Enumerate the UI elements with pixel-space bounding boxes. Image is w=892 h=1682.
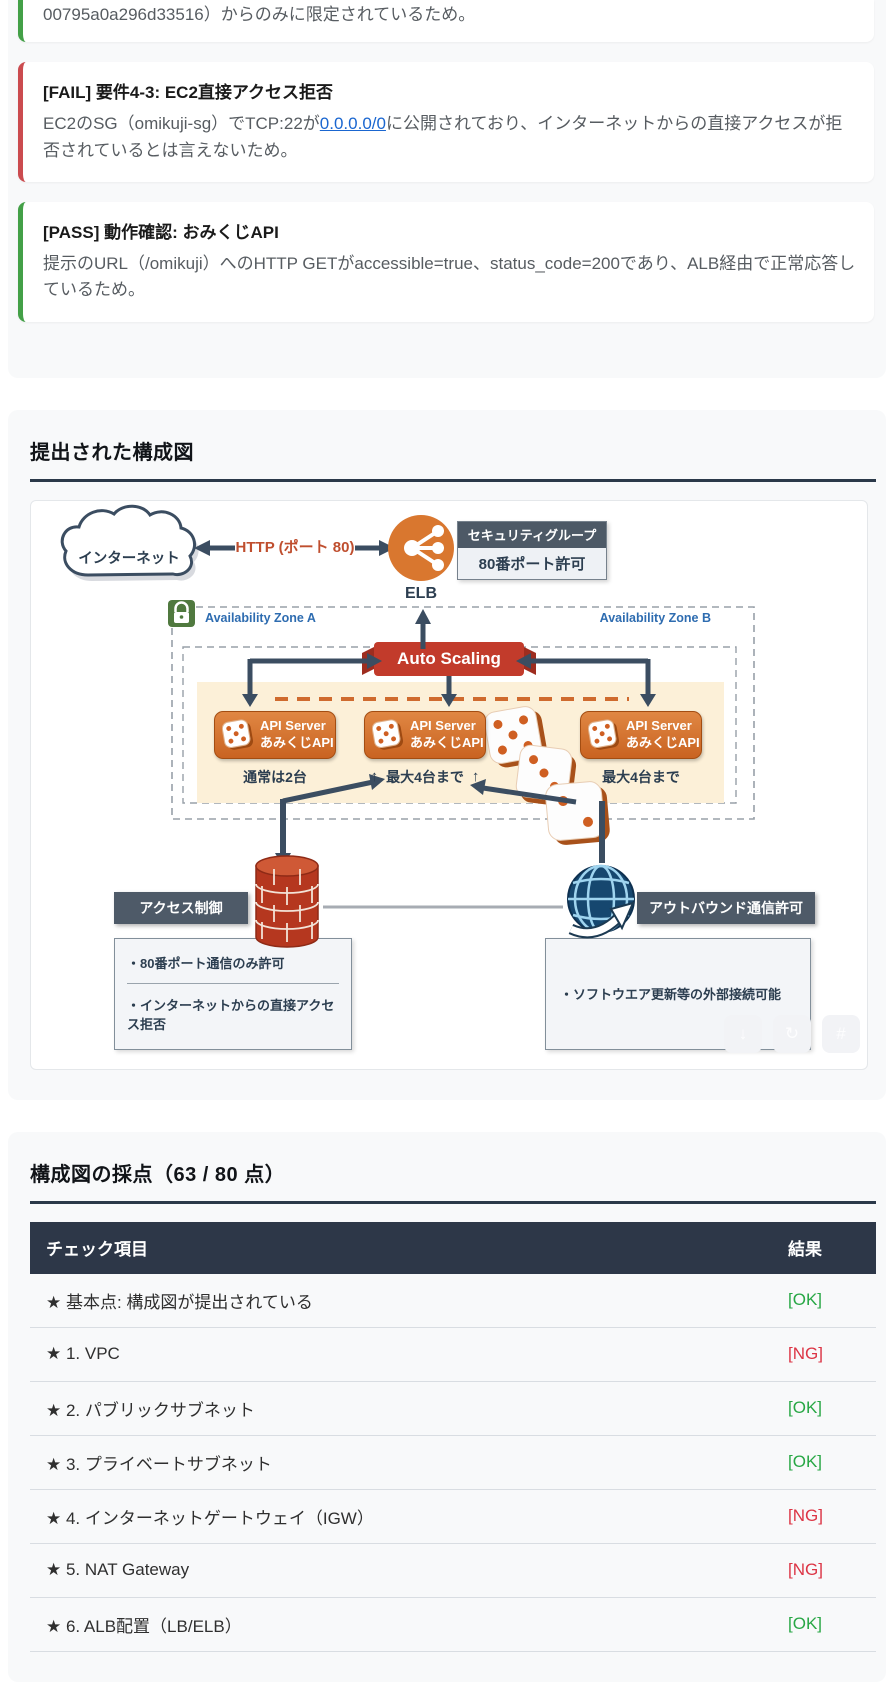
diagram-section-panel: 提出された構成図 [8, 409, 886, 1100]
check-item-cell: ★ 基本点: 構成図が提出されている [46, 1292, 313, 1312]
autoscaling-label: Auto Scaling [397, 648, 501, 668]
pass-card-title: [PASS] 動作確認: おみくじAPI [43, 223, 279, 243]
title-rule [30, 1200, 876, 1204]
result-cell: [OK] [788, 1452, 823, 1472]
check-item-cell: ★ 1. VPC [46, 1344, 120, 1364]
outbound-tag: アウトバウンド通信許可 [637, 891, 815, 924]
firewall-icon [247, 853, 327, 960]
autoscaling-ribbon [374, 641, 524, 676]
table-header-row: チェック項目 結果 [30, 1221, 876, 1274]
check-item-cell: ★ 5. NAT Gateway [46, 1560, 190, 1580]
max-count-text: 最大4台まで [386, 768, 464, 785]
az-b-label: Availability Zone B [599, 610, 711, 625]
fail-card-title: [FAIL] 要件4-3: EC2直接アクセス拒否 [43, 83, 334, 103]
result-card-pass: [PASS] 動作確認: おみくじAPI 提示のURL（/omikuji）へのH… [18, 202, 874, 322]
table-row: ★ 基本点: 構成図が提出されている [OK] [30, 1274, 876, 1328]
fail-body-before: EC2のSG（omikuji-sg）でTCP:22が [43, 114, 320, 134]
scoring-section-panel: 構成図の採点（63 / 80 点） チェック項目 結果 ★ 基本点: 構成図が提… [8, 1131, 886, 1682]
diagram-graphics [60, 504, 755, 909]
die-icon [372, 719, 404, 750]
security-group-callout: セキュリティグループ 80番ポート許可 [457, 520, 607, 580]
api-server-line2: あみくじAPI [410, 734, 484, 750]
die-icon [588, 719, 620, 750]
table-row: ★ 1. VPC [NG] [30, 1328, 876, 1382]
api-server-line2: あみくじAPI [260, 734, 334, 750]
result-cell: [NG] [788, 1344, 823, 1364]
access-rule-2: ・インターネットからの直接アクセス拒否 [127, 997, 335, 1032]
table-row: ★ 6. ALB配置（LB/ELB） [OK] [30, 1598, 876, 1652]
result-cell: [NG] [788, 1560, 823, 1580]
globe-outbound-icon [561, 851, 645, 956]
fail-card-body: EC2のSG（omikuji-sg）でTCP:22が0.0.0.0/0に公開され… [43, 111, 856, 164]
result-card-fail: [FAIL] 要件4-3: EC2直接アクセス拒否 EC2のSG（omikuji… [18, 62, 874, 183]
security-group-title: セキュリティグループ [458, 521, 606, 548]
access-control-notes: ・80番ポート通信のみ許可 ・インターネットからの直接アクセス拒否 [114, 937, 352, 1050]
api-server-line2: あみくじAPI [626, 734, 700, 750]
result-card-partial: 00795a0a296d33516）からのみに限定されているため。 [18, 0, 874, 43]
table-row: ★ 2. パブリックサブネット [OK] [30, 1382, 876, 1436]
check-item-cell: ★ 3. プライベートサブネット [46, 1454, 272, 1474]
result-cell: [NG] [788, 1506, 823, 1526]
cidr-link[interactable]: 0.0.0.0/0 [319, 114, 386, 134]
rotate-icon[interactable]: ↻ [773, 1014, 811, 1053]
scoring-section-title: 構成図の採点（63 / 80 点） [30, 1163, 286, 1186]
access-control-tag: アクセス制御 [114, 891, 248, 924]
divider [127, 982, 339, 984]
elb-label: ELB [405, 584, 437, 602]
internet-label: インターネット [78, 550, 180, 567]
az-a-label: Availability Zone A [205, 610, 316, 625]
scale-up-arrow-icon: ↑ [471, 768, 480, 786]
result-cell: [OK] [788, 1290, 823, 1310]
requirement-results-panel: 00795a0a296d33516）からのみに限定されているため。 [FAIL]… [8, 0, 886, 378]
result-cell: [OK] [788, 1398, 823, 1418]
download-icon[interactable]: ↓ [724, 1014, 762, 1053]
architecture-diagram: インターネット HTTP (ポート 80) ELB セキュリティグループ 80番… [30, 499, 868, 1070]
header-check-item: チェック項目 [46, 1240, 148, 1260]
result-card-text: 00795a0a296d33516）からのみに限定されているため。 [43, 5, 476, 24]
title-rule [30, 478, 876, 482]
http-port-label: HTTP (ポート 80) [235, 535, 355, 557]
outbound-rule: ・ソフトウエア更新等の外部接続可能 [560, 987, 782, 1003]
check-item-cell: ★ 2. パブリックサブネット [46, 1400, 255, 1420]
header-result: 結果 [788, 1240, 822, 1260]
table-row: ★ 4. インターネットゲートウェイ（IGW） [NG] [30, 1490, 876, 1544]
pass-card-body: 提示のURL（/omikuji）へのHTTP GETがaccessible=tr… [43, 254, 856, 300]
scoring-table: チェック項目 結果 ★ 基本点: 構成図が提出されている [OK] ★ 1. V… [30, 1221, 876, 1652]
outbound-notes: ・ソフトウエア更新等の外部接続可能 [545, 937, 811, 1050]
normal-count-label: 通常は2台 [243, 768, 307, 785]
check-item-cell: ★ 6. ALB配置（LB/ELB） [46, 1616, 242, 1636]
grid-icon[interactable]: # [822, 1014, 860, 1053]
max-count-mid-label: ↑ 最大4台まで ↑ [354, 767, 496, 787]
access-rule-1: ・80番ポート通信のみ許可 [127, 955, 285, 971]
internet-cloud-icon [60, 504, 197, 577]
diagram-section-title: 提出された構成図 [30, 441, 194, 464]
scale-up-arrow-icon: ↑ [370, 768, 379, 786]
security-group-rule: 80番ポート許可 [458, 547, 606, 579]
die-icon [222, 719, 254, 750]
api-server-line1: API Server [260, 717, 326, 733]
check-item-cell: ★ 4. インターネットゲートウェイ（IGW） [46, 1508, 374, 1528]
result-cell: [OK] [788, 1614, 823, 1634]
max-count-right-label: 最大4台まで [602, 768, 680, 785]
fail-body-after: に公開されており、インターネットからの直接アクセスが拒否されているとは言えないた… [43, 114, 843, 160]
vpc-dashed-box [171, 605, 755, 820]
api-server-line1: API Server [626, 717, 692, 733]
api-server-line1: API Server [410, 717, 476, 733]
table-row: ★ 5. NAT Gateway [NG] [30, 1544, 876, 1598]
table-row: ★ 3. プライベートサブネット [OK] [30, 1436, 876, 1490]
